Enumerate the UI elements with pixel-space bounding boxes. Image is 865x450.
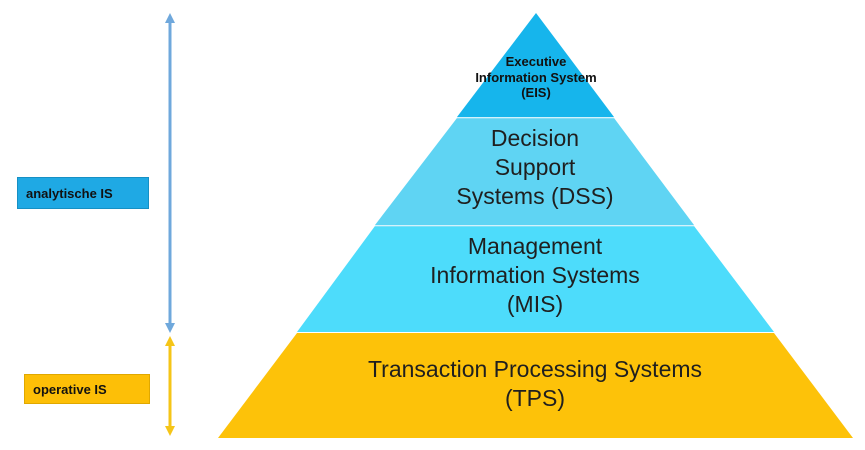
- tps-label: Transaction Processing Systems (TPS): [300, 355, 770, 413]
- operative-is-label: operative IS: [33, 381, 107, 397]
- mis-label: Management Information Systems (MIS): [370, 232, 700, 320]
- dss-label-text: Decision Support Systems (DSS): [456, 125, 614, 210]
- analytic-is-label: analytische IS: [26, 185, 113, 201]
- analytic-is-box: analytische IS: [17, 177, 149, 209]
- mis-label-text: Management Information Systems (MIS): [430, 233, 640, 318]
- eis-label: Executive Information System (EIS): [441, 54, 631, 101]
- eis-layer: [457, 13, 614, 117]
- dss-label: Decision Support Systems (DSS): [415, 124, 655, 212]
- eis-label-text: Executive Information System (EIS): [475, 54, 597, 101]
- tps-layer: [218, 333, 853, 438]
- operative-is-box: operative IS: [24, 374, 150, 404]
- mis-layer: [297, 226, 774, 332]
- tps-label-text: Transaction Processing Systems (TPS): [367, 356, 703, 412]
- dss-layer: [375, 118, 694, 225]
